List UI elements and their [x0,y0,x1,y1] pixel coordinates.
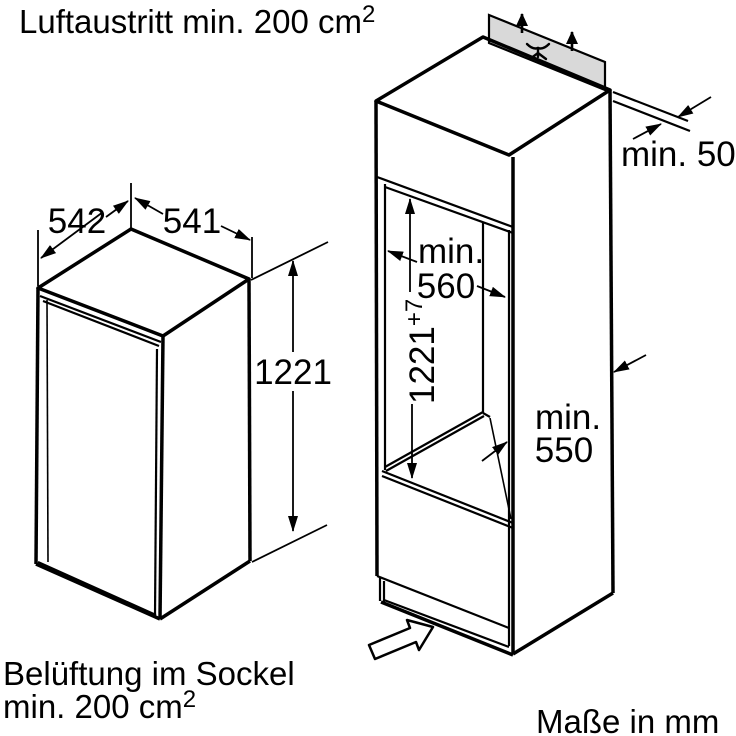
air-outlet-caption: Luftaustritt min. 200 cm2 [19,1,375,40]
niche-height-dimension: 1221+7 [401,198,442,479]
dimension-arrow [387,250,418,263]
appliance-depth-value: 542 [48,202,106,241]
dimension-arrow [677,96,712,118]
niche-width-label: min. [418,232,484,271]
niche-depth-value: 550 [535,431,593,470]
niche-width-dimension: min. 560 [387,232,506,306]
niche-opening [376,175,514,530]
appliance-door-outline [37,294,162,617]
appliance-bottom-right-edge [159,559,251,621]
appliance-width-dimension: 541 [130,183,253,278]
dimension-arrow [105,200,129,218]
rear-gap-value: min. 50 [621,135,736,174]
appliance-top-face [36,227,251,338]
cabinet-bottom-front-edge [380,600,514,657]
niche-height-value: 1221+7 [401,299,442,404]
cabinet-bottom-right-edge [512,591,614,656]
dimension-arrow [40,211,104,259]
niche-cabinet-drawing [367,13,615,661]
appliance-drawing [34,227,252,621]
appliance-front-edge [158,335,165,620]
cabinet-left-edge [374,100,379,577]
dimension-arrow [220,225,251,241]
base-vent-caption-line1: Belüftung im Sockel [3,655,295,692]
airflow-up-arrows [516,13,578,51]
appliance-depth-dimension: 542 [37,200,129,286]
rear-wall-line [612,90,689,123]
extension-line [251,524,328,563]
appliance-left-edge [34,287,40,565]
dimension-arrow [134,197,164,215]
vent-panel [487,13,607,92]
side-wall-arrow [613,354,647,373]
units-note: Maße in mm [536,703,719,736]
appliance-width-value: 541 [163,202,221,241]
appliance-height-dimension: 1221 [250,241,332,563]
dimension-arrow [476,285,506,298]
base-vent-caption-line2: min. 200 cm2 [3,686,196,725]
niche-depth-dimension: min. 550 [481,354,647,470]
appliance-right-edge [247,278,252,562]
dimension-arrow [632,123,662,140]
dimension-arrow [481,441,508,462]
appliance-bottom-left-edge [35,562,161,621]
base-airflow-arrow [367,618,435,661]
rear-gap-dimension: min. 50 [612,90,736,174]
niche-depth-label: min. [535,398,601,437]
cabinet-right-edge [608,89,615,594]
extension-line [250,241,329,281]
appliance-height-value: 1221 [254,353,332,392]
plinth-base [376,574,510,649]
niche-width-value: 560 [417,267,475,306]
rear-wall-line [612,99,691,133]
